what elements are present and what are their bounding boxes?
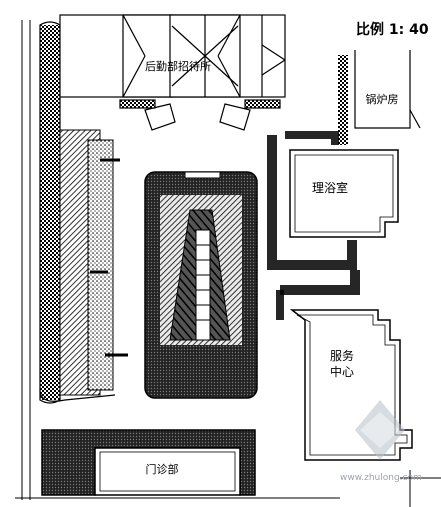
service-label-line1: 服务 [330,348,354,363]
central-garden [144,171,258,399]
scale-label: 比例 1: 40 [356,21,429,38]
watermark-logo-icon [355,400,405,460]
left-green-belt [39,21,128,404]
site-boundary [15,20,441,507]
bathhouse-building [267,131,399,270]
clinic-building [41,429,256,496]
watermark-url: www.zhulong.com [340,473,422,483]
bench-markers [90,158,128,357]
clinic-label: 门诊部 [146,462,179,476]
guesthouse-label: 后勤部招待所 [145,59,211,73]
boiler-label: 锅炉房 [366,93,399,106]
service-label-line2: 中心 [330,364,354,379]
boiler-house [338,50,421,145]
bathhouse-label: 理浴室 [312,180,348,195]
guesthouse-building [59,14,286,131]
